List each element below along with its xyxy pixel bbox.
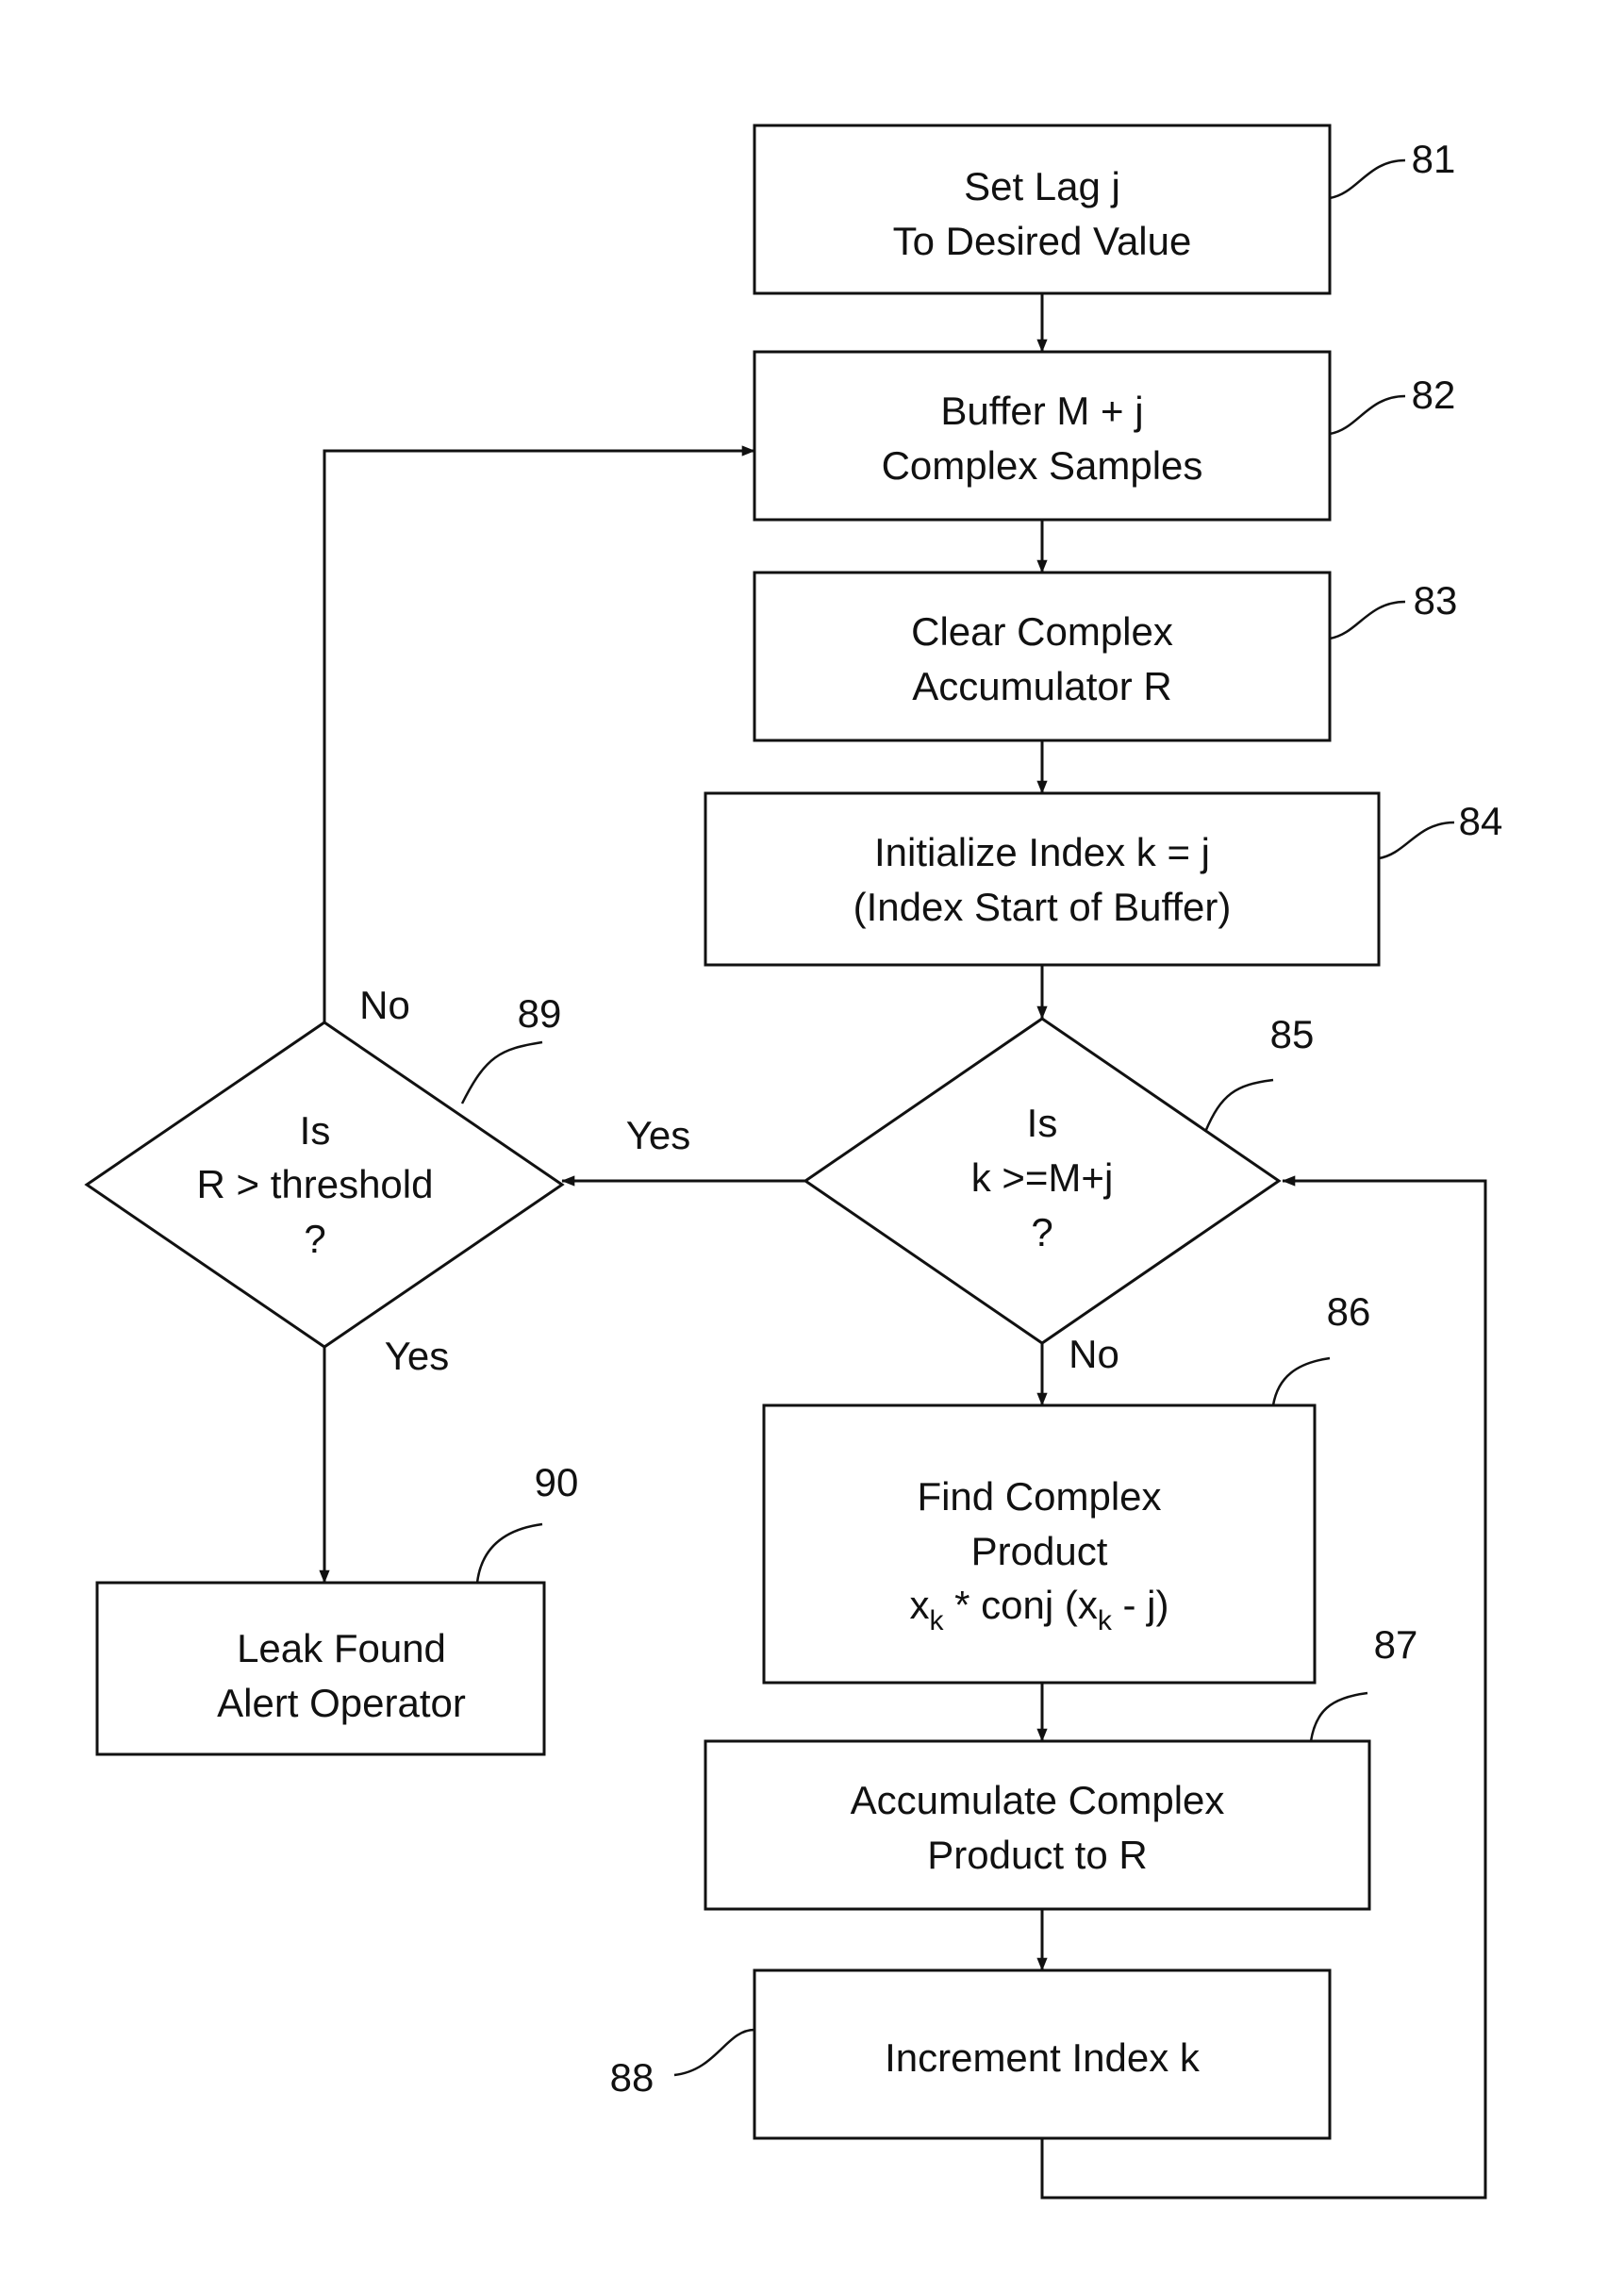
step-86-line2: Product <box>971 1529 1108 1573</box>
step-88-increment-index: Increment Index k <box>754 1970 1330 2138</box>
formula-x: x <box>909 1583 929 1627</box>
step-83-line1: Clear Complex <box>911 609 1173 654</box>
formula-end: - j) <box>1112 1583 1169 1627</box>
step-87-line2: Product to R <box>927 1833 1147 1877</box>
ref-87-leader <box>1311 1693 1367 1741</box>
ref-85: 85 <box>1270 1012 1315 1056</box>
ref-81-leader <box>1330 160 1405 198</box>
arrow-89-no-to-82 <box>324 451 754 1022</box>
ref-86-leader <box>1273 1358 1330 1405</box>
ref-82-leader <box>1330 396 1405 434</box>
ref-88-leader <box>674 2030 754 2075</box>
ref-89-leader <box>462 1042 542 1104</box>
label-no-85: No <box>1069 1332 1119 1376</box>
step-86-line1: Find Complex <box>917 1474 1161 1519</box>
step-89-line2: R > threshold <box>197 1162 434 1206</box>
step-89-line3: ? <box>304 1217 325 1261</box>
label-yes-89: Yes <box>385 1334 450 1378</box>
ref-83: 83 <box>1414 578 1458 623</box>
step-87-accumulate-product: Accumulate Complex Product to R <box>705 1741 1369 1909</box>
step-88-line1: Increment Index k <box>885 2035 1201 2080</box>
step-84-line1: Initialize Index k = j <box>874 830 1210 874</box>
step-90-leak-found: Leak Found Alert Operator <box>97 1583 544 1754</box>
formula-sub-k2: k <box>1098 1605 1113 1636</box>
step-81-line2: To Desired Value <box>893 219 1192 263</box>
step-82-line2: Complex Samples <box>882 443 1203 488</box>
ref-89: 89 <box>518 991 562 1036</box>
step-85-line1: Is <box>1027 1101 1058 1145</box>
step-85-line3: ? <box>1031 1210 1052 1254</box>
ref-85-leader <box>1205 1080 1273 1132</box>
step-83-line2: Accumulator R <box>912 664 1171 708</box>
formula-mid: * conj (x <box>943 1583 1097 1627</box>
step-87-line1: Accumulate Complex <box>851 1778 1225 1822</box>
label-no-89: No <box>359 983 410 1027</box>
ref-84-leader <box>1379 822 1454 858</box>
step-84-initialize-index: Initialize Index k = j (Index Start of B… <box>705 793 1379 965</box>
step-85-decision-k: Is k >=M+j ? <box>805 1019 1279 1343</box>
ref-86: 86 <box>1327 1289 1371 1334</box>
step-89-decision-threshold: Is R > threshold ? <box>87 1022 562 1347</box>
ref-87: 87 <box>1374 1622 1418 1667</box>
step-84-line2: (Index Start of Buffer) <box>853 885 1232 929</box>
ref-90-leader <box>477 1524 542 1583</box>
ref-82: 82 <box>1412 373 1456 417</box>
step-82-buffer-samples: Buffer M + j Complex Samples <box>754 352 1330 520</box>
ref-90: 90 <box>535 1460 579 1504</box>
step-90-line1: Leak Found <box>237 1626 446 1670</box>
step-85-line2: k >=M+j <box>971 1155 1114 1200</box>
step-82-line1: Buffer M + j <box>940 389 1143 433</box>
step-83-clear-accumulator: Clear Complex Accumulator R <box>754 573 1330 740</box>
step-89-line1: Is <box>300 1108 331 1153</box>
step-81-line1: Set Lag j <box>964 164 1120 208</box>
ref-83-leader <box>1330 602 1405 639</box>
step-90-line2: Alert Operator <box>217 1681 466 1725</box>
ref-84: 84 <box>1459 799 1503 843</box>
step-81-set-lag: Set Lag j To Desired Value <box>754 125 1330 293</box>
step-86-find-product: Find Complex Product xk * conj (xk - j) <box>764 1405 1315 1683</box>
formula-sub-k1: k <box>929 1605 944 1636</box>
label-yes-85: Yes <box>626 1113 691 1157</box>
ref-88: 88 <box>610 2055 655 2100</box>
ref-81: 81 <box>1412 137 1456 181</box>
